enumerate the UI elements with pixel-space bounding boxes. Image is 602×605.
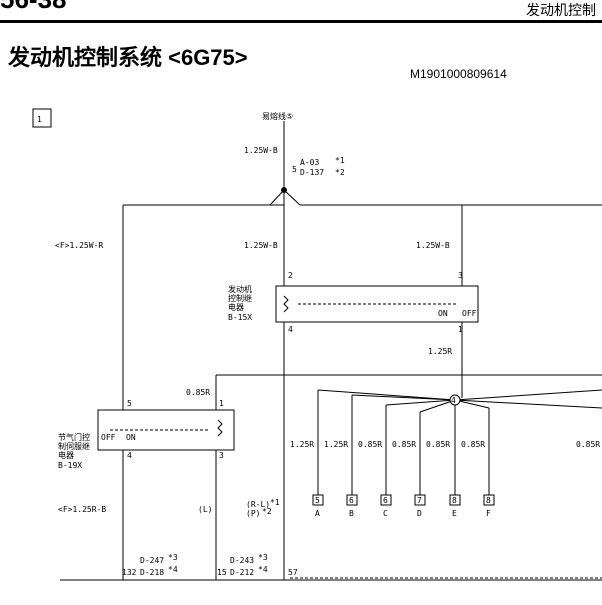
branch-label: 0.85R [358, 440, 382, 449]
star1-b: *1 [270, 498, 280, 507]
relay1-on: ON [438, 309, 448, 318]
star3-b: *3 [258, 553, 268, 562]
star4-b: *4 [258, 565, 268, 574]
branch-label: 0.85R [392, 440, 416, 449]
relay1-conn: B-15X [228, 313, 252, 322]
terminal-number: 8 [452, 496, 457, 505]
terminal-number: 5 [315, 496, 320, 505]
star2: *2 [335, 168, 345, 177]
mid-wire-label: 1.25W-B [244, 241, 278, 250]
splice4-label: 4 [451, 396, 456, 405]
header-rule [0, 20, 602, 23]
star2-b: *2 [262, 507, 272, 516]
branch-label: 0.85R [461, 440, 485, 449]
relay2-conn: B-19X [58, 461, 82, 470]
branch-label-far: 0.85R [576, 440, 600, 449]
throttle-relay-box [97, 409, 235, 451]
page-title: 发动机控制系统 <6G75> [8, 45, 248, 70]
relay1-pin4: 4 [288, 325, 293, 334]
relay1-line1: 发动机 [228, 284, 252, 294]
top-wire-label: 1.25W-B [244, 146, 278, 155]
terminal-letter: A [315, 509, 320, 518]
sheet-index: 1 [37, 115, 42, 124]
relay1-pin3: 3 [458, 271, 463, 280]
page-number: 56-38 [0, 0, 67, 15]
wire-085r-left: 0.85R [186, 388, 210, 397]
star1: *1 [335, 156, 345, 165]
terminal-number: 6 [349, 496, 354, 505]
branch-label: 0.85R [426, 440, 450, 449]
splice-pin: 5 [292, 165, 297, 174]
relay2-line3: 电器 [58, 450, 74, 460]
star3-a: *3 [168, 553, 178, 562]
conn-d243: D-243 [230, 556, 254, 565]
terminal-letter: F [486, 509, 491, 518]
relay1-line3: 电器 [228, 302, 244, 312]
right-wire-label: 1.25W-B [416, 241, 450, 250]
conn-d137: D-137 [300, 168, 324, 177]
rl-label: (R-L) [246, 500, 270, 509]
conn-d218: D-218 [140, 568, 164, 577]
conn-57: 57 [288, 568, 298, 577]
terminal-number: 7 [417, 496, 422, 505]
fusible-link-label: 易熔线⑤ [262, 111, 293, 121]
splice-dot [281, 187, 287, 193]
conn-d212: D-212 [230, 568, 254, 577]
relay2-pin5: 5 [127, 399, 132, 408]
relay2-pin1: 1 [219, 399, 224, 408]
splice-4 [449, 394, 461, 406]
sheet-index-box [32, 108, 52, 128]
relay1-line2: 控制继 [228, 293, 252, 303]
relay1-pin2: 2 [288, 271, 293, 280]
relay2-on: ON [126, 433, 136, 442]
engine-control-relay-box [275, 285, 479, 323]
p-label: (P) [246, 509, 260, 518]
terminal-number: 8 [486, 496, 491, 505]
l-label: (L) [198, 505, 212, 514]
conn-15: 15 [217, 568, 227, 577]
terminal-letter: E [452, 509, 457, 518]
conn-d247: D-247 [140, 556, 164, 565]
relay2-off: OFF [101, 433, 116, 442]
left-wire2-label: <F>1.25R-B [58, 505, 106, 514]
terminal-letter: D [417, 509, 422, 518]
terminal-letter: C [383, 509, 388, 518]
relay1-off: OFF [462, 309, 477, 318]
branch-label: 1.25R [290, 440, 314, 449]
relay2-pin4: 4 [127, 451, 132, 460]
conn-132: 132 [122, 568, 137, 577]
document-code: M1901000809614 [410, 67, 507, 81]
terminal-letter: B [349, 509, 354, 518]
bus-wire-label: 1.25R [428, 347, 452, 356]
left-wire-label: <F>1.25W-R [55, 241, 103, 250]
terminal-number: 6 [383, 496, 388, 505]
conn-a03: A-03 [300, 158, 319, 167]
star4-a: *4 [168, 565, 178, 574]
relay2-pin3: 3 [219, 451, 224, 460]
branch-label: 1.25R [324, 440, 348, 449]
relay2-line1: 节气门控 [58, 432, 90, 442]
relay2-line2: 制伺服继 [58, 441, 90, 451]
relay1-pin1: 1 [458, 325, 463, 334]
section-title: 发动机控制 [526, 2, 596, 18]
